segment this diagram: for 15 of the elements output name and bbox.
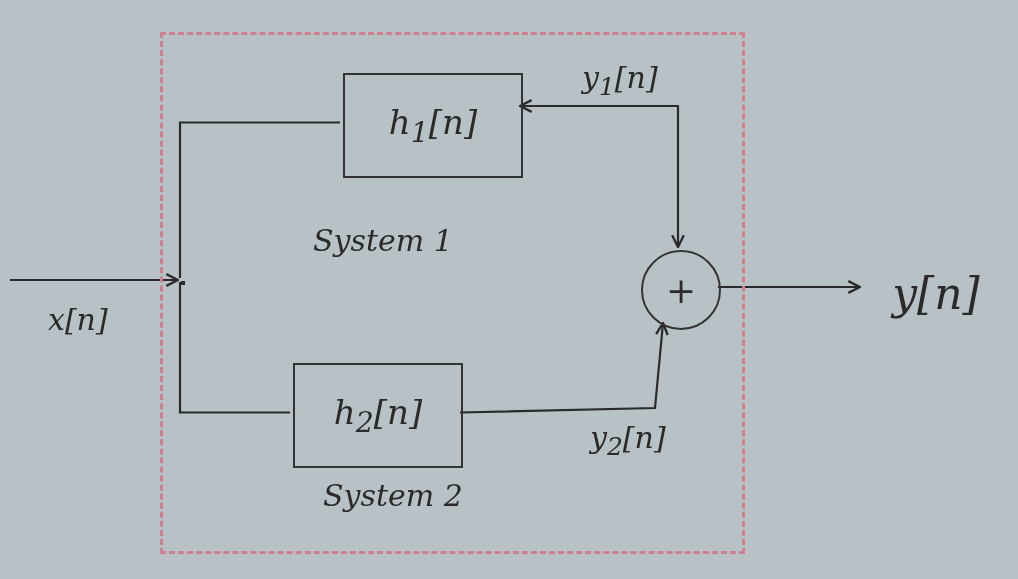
output-label: y[n] [866, 258, 1006, 328]
summing-junction: + [641, 250, 721, 330]
arrow [718, 280, 862, 294]
system-box: h$_{1}$[n] [343, 73, 523, 178]
signal-label: x[n] [48, 301, 108, 339]
system-caption: System 1 [313, 223, 453, 258]
system-box: h$_{2}$[n] [293, 363, 463, 468]
arrow [459, 321, 669, 414]
signal-label: y$_{1}$[n] [582, 59, 658, 103]
arrow [518, 99, 685, 249]
signal-label: y$_{2}$[n] [590, 419, 666, 463]
system-caption: System 2 [323, 478, 463, 513]
dashed-boundary [160, 32, 745, 554]
junction-point [181, 281, 185, 285]
arrow [10, 273, 180, 287]
